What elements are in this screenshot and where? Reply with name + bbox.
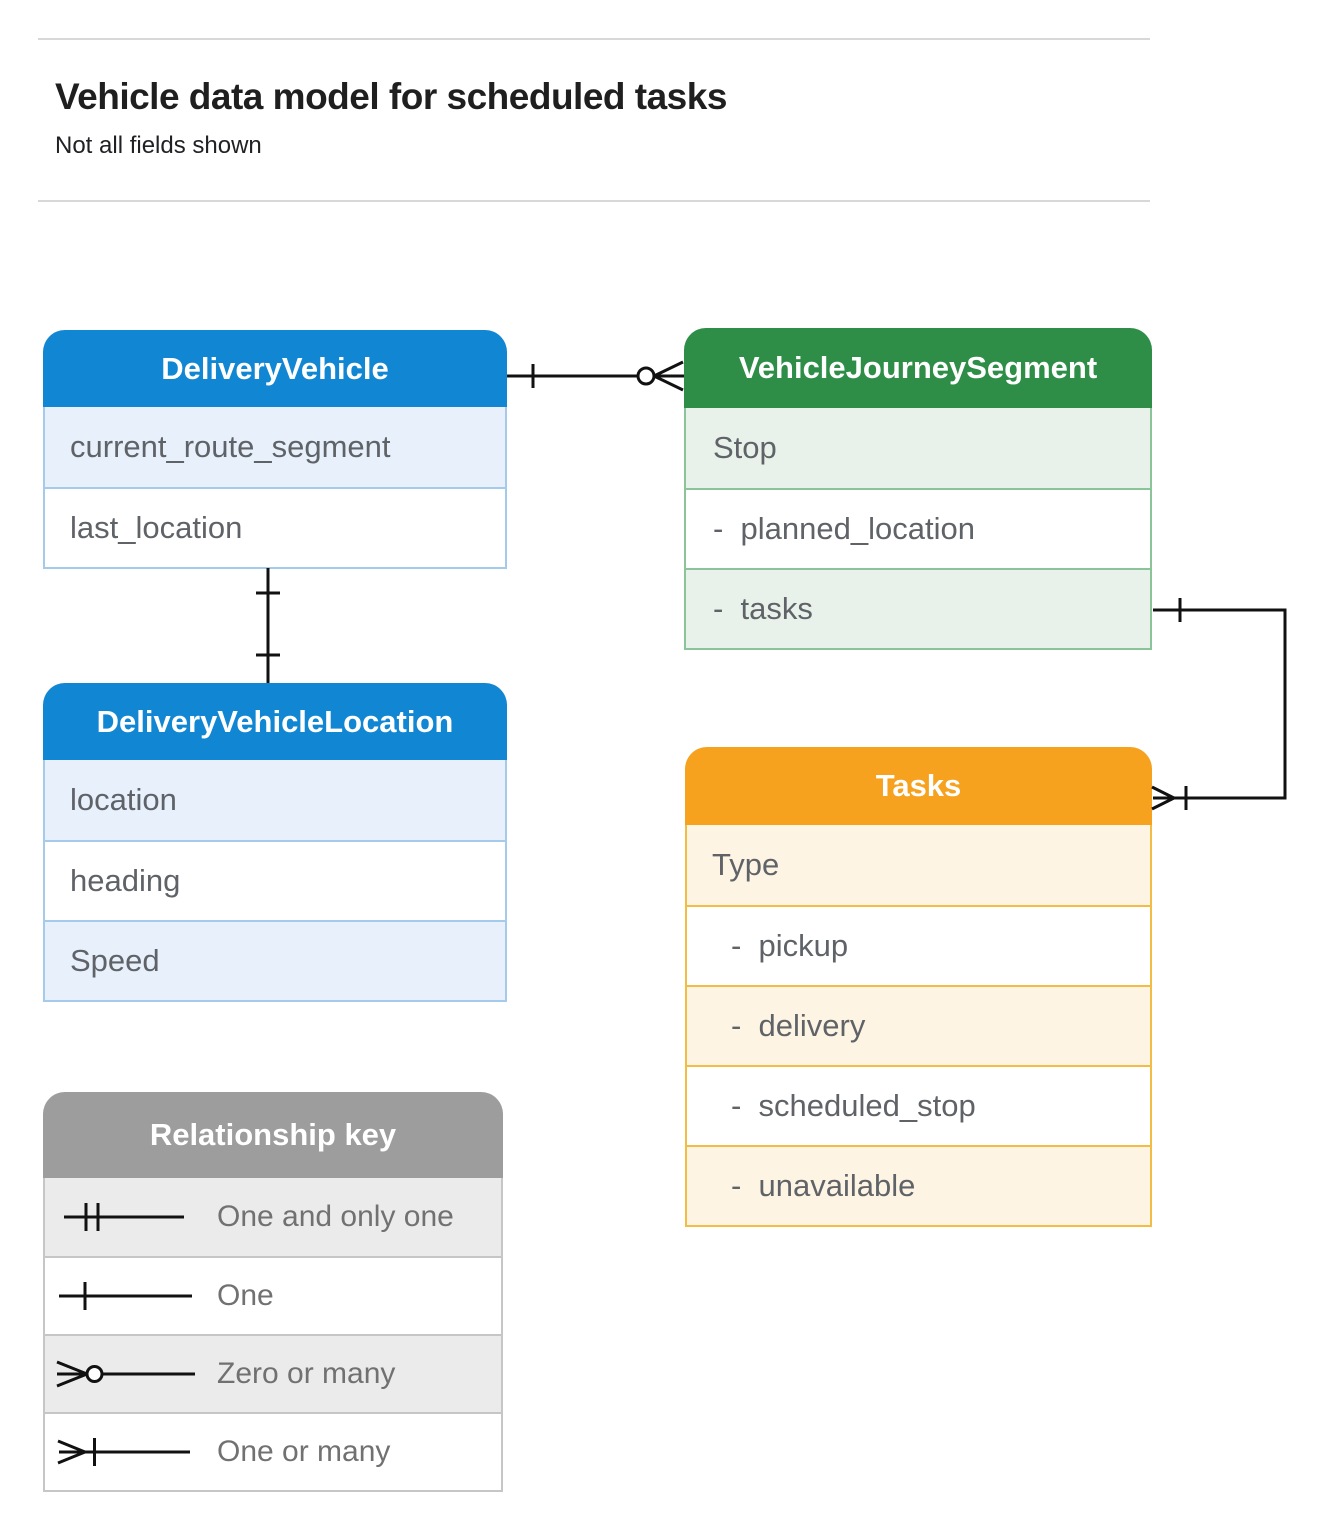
crow-foot-icon: [653, 360, 684, 392]
field-location: location: [45, 760, 505, 840]
entity-tasks: Tasks Type - pickup - delivery - schedul…: [685, 747, 1152, 1227]
one-icon: [59, 1282, 192, 1310]
relationship-key: Relationship key One and only one One: [43, 1092, 503, 1492]
field-current-route-segment: current_route_segment: [45, 407, 505, 487]
one-or-many-icon: [57, 1438, 190, 1466]
entity-tasks-title: Tasks: [685, 747, 1152, 825]
relationship-key-title: Relationship key: [43, 1092, 503, 1178]
legend-item-one-and-only-one: One and only one: [45, 1178, 501, 1256]
connector-vehiclejourneysegment-tasks-to-tasks: [1151, 598, 1287, 811]
legend-item-one-or-many: One or many: [45, 1412, 501, 1490]
connector-deliveryvehicle-to-deliveryvehiclelocation: [256, 568, 280, 683]
legend-item-one: One: [45, 1256, 501, 1334]
field-pickup: - pickup: [687, 905, 1150, 985]
page-subtitle: Not all fields shown: [55, 132, 262, 159]
field-unavailable: - unavailable: [687, 1145, 1150, 1225]
field-speed: Speed: [45, 920, 505, 1000]
entity-tasks-fields: Type - pickup - delivery - scheduled_sto…: [685, 825, 1152, 1227]
field-stop: Stop: [686, 408, 1150, 488]
entity-delivery-vehicle-location-fields: location heading Speed: [43, 760, 507, 1002]
legend-item-label: Zero or many: [217, 1357, 396, 1390]
zero-circle-icon: [636, 366, 656, 386]
entity-vehicle-journey-segment: VehicleJourneySegment Stop - planned_loc…: [684, 328, 1152, 650]
legend-item-zero-or-many: Zero or many: [45, 1334, 501, 1412]
connector-line: [1153, 608, 1287, 800]
legend-item-label: One and only one: [217, 1200, 454, 1233]
field-delivery: - delivery: [687, 985, 1150, 1065]
entity-delivery-vehicle-location: DeliveryVehicleLocation location heading…: [43, 683, 507, 1002]
legend-item-label: One: [217, 1279, 274, 1312]
entity-delivery-vehicle: DeliveryVehicle current_route_segment la…: [43, 330, 507, 569]
connector-deliveryvehicle-to-vehiclejourneysegment: [507, 360, 684, 392]
entity-delivery-vehicle-fields: current_route_segment last_location: [43, 407, 507, 569]
field-scheduled-stop: - scheduled_stop: [687, 1065, 1150, 1145]
field-planned-location: - planned_location: [686, 488, 1150, 568]
field-tasks: - tasks: [686, 568, 1150, 648]
header-divider: [38, 200, 1150, 202]
entity-delivery-vehicle-title: DeliveryVehicle: [43, 330, 507, 407]
relationship-key-items: One and only one One Zero or many On: [43, 1178, 503, 1492]
one-tick-icon: [256, 591, 280, 657]
page-title: Vehicle data model for scheduled tasks: [55, 76, 727, 117]
field-type: Type: [687, 825, 1150, 905]
zero-or-many-icon: [56, 1360, 195, 1388]
crow-foot-icon: [1151, 785, 1175, 811]
entity-vehicle-journey-segment-fields: Stop - planned_location - tasks: [684, 408, 1152, 650]
one-and-only-one-icon: [64, 1203, 184, 1231]
entity-vehicle-journey-segment-title: VehicleJourneySegment: [684, 328, 1152, 408]
legend-item-label: One or many: [217, 1435, 391, 1468]
top-divider: [38, 38, 1150, 40]
entity-delivery-vehicle-location-title: DeliveryVehicleLocation: [43, 683, 507, 760]
field-heading: heading: [45, 840, 505, 920]
field-last-location: last_location: [45, 487, 505, 567]
